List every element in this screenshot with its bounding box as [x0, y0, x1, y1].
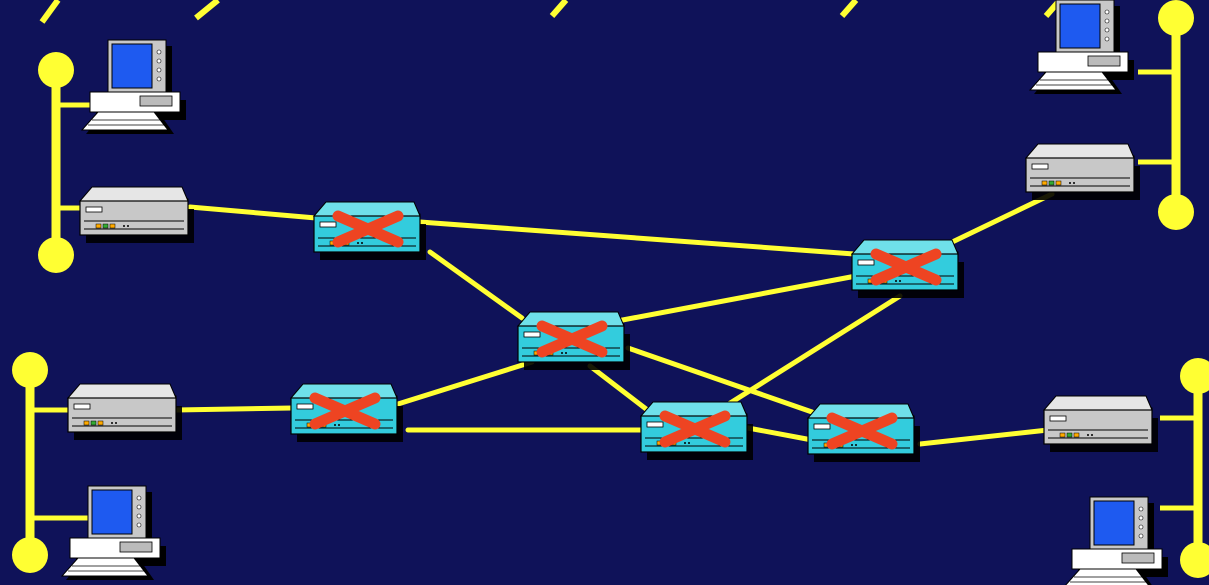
top-edge-link-3 [839, 0, 859, 18]
lan-bottom-right-bus [1160, 358, 1209, 578]
lan-terminator-icon [38, 52, 74, 88]
lan-top-left-bus [38, 52, 92, 273]
link-r3-r5 [587, 363, 653, 415]
link-r5-r6 [745, 425, 815, 443]
router-cross-icon [826, 412, 898, 450]
link-r2-r5 [713, 293, 903, 415]
link-h-top-right-r2 [941, 191, 1055, 249]
host-h-bottom-right[interactable] [1042, 395, 1158, 452]
router-r6[interactable] [806, 403, 920, 462]
lan-terminator-icon [38, 237, 74, 273]
links-layer [173, 191, 1055, 447]
router-r3[interactable] [516, 311, 630, 370]
host-h-top-right[interactable] [1024, 143, 1140, 200]
router-cross-icon [309, 392, 381, 430]
link-r3-r4 [395, 359, 535, 407]
router-r2[interactable] [850, 239, 964, 298]
monitor-screen [91, 489, 133, 535]
top-decoration [39, 0, 1063, 24]
workstation-pc-bottom-left[interactable] [60, 485, 166, 580]
nodes-layer [60, 0, 1168, 585]
lan-top-right-bus [1138, 0, 1194, 230]
keyboard-icon [80, 111, 170, 131]
top-edge-link-2 [549, 0, 569, 18]
router-cross-icon [332, 210, 404, 248]
link-r3-r6 [625, 345, 815, 415]
router-r4[interactable] [289, 383, 403, 442]
lan-terminator-icon [1158, 0, 1194, 36]
lan-terminator-icon [1158, 194, 1194, 230]
lan-terminator-icon [1180, 358, 1209, 394]
lans-layer [12, 0, 1209, 578]
top-edge-link-1 [194, 0, 220, 21]
link-r1-r2 [417, 219, 857, 257]
link-h-top-left-r1 [187, 204, 319, 221]
monitor-screen [111, 43, 153, 89]
lan-terminator-icon [12, 352, 48, 388]
monitor-screen [1059, 3, 1101, 49]
top-edge-link-0 [39, 0, 61, 24]
keyboard-icon [60, 557, 150, 577]
router-cross-icon [659, 410, 731, 448]
lan-terminator-icon [1180, 542, 1209, 578]
router-r1[interactable] [312, 201, 426, 260]
link-r6-h-bottom-right [917, 427, 1051, 447]
workstation-pc-top-left[interactable] [80, 39, 186, 134]
workstation-pc-top-right[interactable] [1028, 0, 1134, 94]
keyboard-icon [1028, 71, 1118, 91]
link-h-bottom-left-r4 [173, 405, 295, 413]
router-r5[interactable] [639, 401, 753, 460]
router-cross-icon [870, 248, 942, 286]
link-r1-r3 [427, 249, 525, 321]
host-h-bottom-left[interactable] [66, 383, 182, 440]
workstation-pc-bottom-right[interactable] [1064, 496, 1168, 585]
lan-terminator-icon [12, 537, 48, 573]
router-cross-icon [536, 320, 608, 358]
monitor-screen [1093, 500, 1135, 546]
link-r3-r2 [609, 273, 859, 325]
host-h-top-left[interactable] [78, 186, 194, 243]
